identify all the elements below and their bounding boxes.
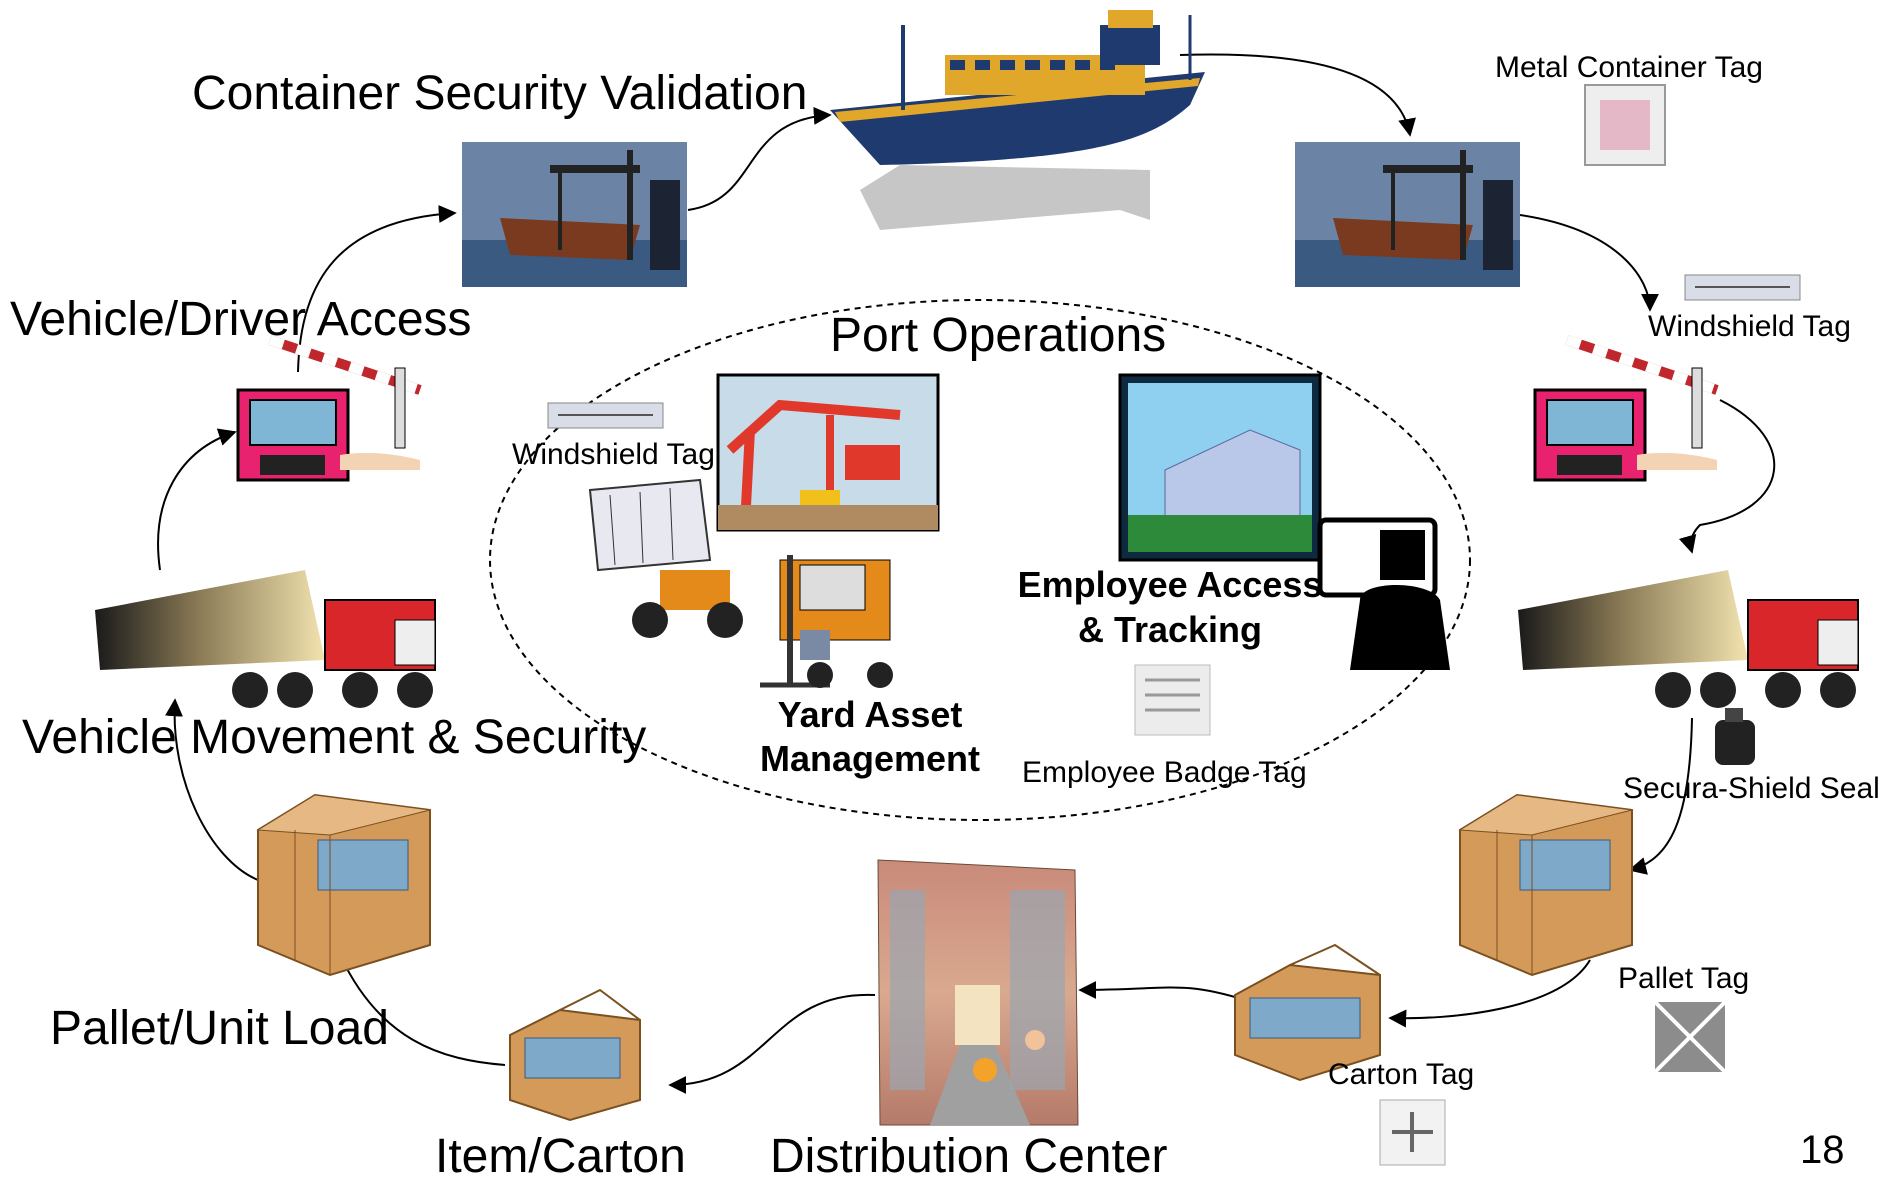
arrow-dc-to-item	[668, 993, 876, 1094]
cargo-ship-icon	[830, 10, 1205, 230]
label-pallet-tag: Pallet Tag	[1618, 962, 1750, 995]
arrow-pallet-to-carton	[1388, 959, 1591, 1028]
label-pallet-unit-load: Pallet/Unit Load	[50, 1002, 389, 1055]
employee-badge-icon	[1317, 517, 1450, 670]
label-port-operations: Port Operations	[830, 309, 1167, 362]
carton-left-icon	[509, 988, 641, 1122]
arrow-ship-to-dock	[1179, 53, 1416, 137]
arrow-item-to-pallet	[338, 953, 506, 1066]
page-number: 18	[1800, 1128, 1845, 1172]
label-secura-shield-seal: Secura-Shield Seal	[1623, 772, 1880, 805]
label-item-carton: Item/Carton	[435, 1130, 686, 1183]
label-distribution-center: Distribution Center	[770, 1130, 1168, 1183]
truck-right-icon	[1518, 570, 1859, 708]
metal-container-tag-icon	[1584, 84, 1666, 166]
carton-tag-icon	[1379, 1099, 1446, 1166]
yard-crane-icon	[716, 373, 940, 532]
label-employee-access-line2: & Tracking	[1077, 609, 1263, 650]
port-dock-right-icon	[1295, 142, 1520, 287]
arrow-dock-to-gate-right	[1519, 214, 1659, 312]
distribution-center-icon	[877, 859, 1079, 1126]
label-windshield-tag-center: Windshield Tag	[512, 438, 715, 471]
arrow-dock-to-ship	[687, 106, 832, 211]
label-windshield-tag-right: Windshield Tag	[1648, 310, 1851, 343]
office-building-icon	[1118, 373, 1322, 562]
container-handler-icon	[588, 478, 743, 638]
label-container-security-validation: Container Security Validation	[192, 67, 808, 120]
secura-shield-seal-icon	[1715, 708, 1755, 765]
arrow-seal-to-pallet	[1628, 717, 1693, 875]
label-carton-tag: Carton Tag	[1328, 1058, 1475, 1091]
label-vehicle-driver-access: Vehicle/Driver Access	[10, 293, 472, 346]
pallet-left-icon	[256, 793, 431, 977]
windshield-tag-right-icon	[1684, 274, 1801, 301]
gate-booth-right-icon	[1533, 335, 1719, 482]
carton-right-icon	[1234, 943, 1381, 1082]
label-employee-badge-tag: Employee Badge Tag	[1022, 756, 1307, 789]
forklift-icon	[760, 555, 893, 688]
label-vehicle-movement-security: Vehicle Movement & Security	[22, 711, 647, 764]
port-operations-boundary	[489, 299, 1471, 821]
employee-badge-tag-icon	[1134, 664, 1211, 736]
label-yard-asset-line1: Yard Asset	[777, 694, 963, 735]
arrow-gate-to-dock-left	[297, 205, 457, 373]
arrow-gate-to-truck-right	[1678, 399, 1776, 554]
label-yard-asset-line2: Management	[759, 738, 981, 779]
truck-left-icon	[95, 570, 436, 708]
arrow-carton-to-dc	[1078, 980, 1246, 1001]
pallet-right-icon	[1458, 793, 1633, 977]
arrow-truck-to-gate-left	[157, 428, 237, 571]
flow-arrows	[157, 53, 1776, 1094]
windshield-tag-center-icon	[547, 402, 664, 429]
gate-booth-left-icon	[236, 335, 422, 482]
arrow-pallet-to-truck-left	[165, 698, 259, 881]
label-metal-container-tag: Metal Container Tag	[1495, 51, 1763, 84]
port-dock-left-icon	[462, 142, 687, 287]
pallet-tag-icon	[1653, 1000, 1727, 1074]
label-employee-access-line1: Employee Access	[1017, 564, 1323, 605]
